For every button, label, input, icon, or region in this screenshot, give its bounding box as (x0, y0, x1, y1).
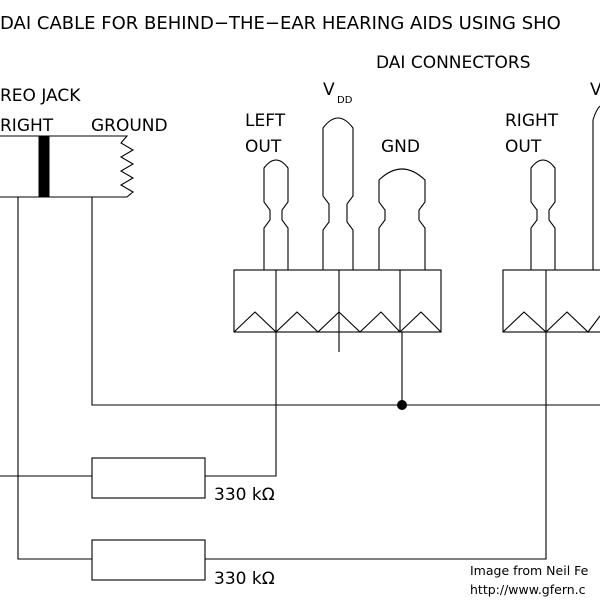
left-out-wire (205, 332, 277, 477)
right-out-wire (205, 332, 547, 560)
stereo-jack-body (0, 135, 135, 198)
vdd-subscript: DD (337, 95, 353, 106)
stereo-jack-label: REO JACK (0, 86, 81, 106)
dai-connector-right-body (502, 269, 600, 333)
resistor-2-label: 330 kΩ (214, 569, 275, 589)
resistor-1 (91, 457, 206, 499)
left-out-label: OUT (245, 137, 282, 157)
jack-right-label: RIGHT (0, 116, 54, 136)
dai-pin-gnd (378, 168, 426, 270)
credit-line-1: Image from Neil Fe (470, 563, 589, 578)
dai-connector-right-zigzag (502, 311, 600, 333)
right-out-label: OUT (505, 137, 542, 157)
resistor-1-label: 330 kΩ (214, 485, 275, 505)
left-label: LEFT (245, 111, 286, 131)
right-label: RIGHT (505, 111, 559, 131)
dai-connector-left-body (233, 269, 442, 333)
gnd-label: GND (381, 137, 420, 157)
dai-connectors-label: DAI CONNECTORS (376, 53, 531, 73)
dai-pin-vdd (322, 117, 354, 270)
jack-ground-label: GROUND (91, 116, 168, 136)
ground-junction (397, 400, 407, 410)
dai-pin-left-out (263, 159, 289, 270)
resistor-2 (91, 539, 206, 581)
dai-pin-right-out (530, 159, 556, 270)
credit-line-2: http://www.gfern.c (470, 582, 586, 597)
vdd-label: V (323, 80, 335, 100)
ground-wire (91, 197, 600, 406)
right-jack-wire (17, 197, 92, 560)
dai-connector-left-zigzag (233, 311, 442, 333)
dai-pin-right-vdd-partial (592, 105, 600, 270)
diagram-title: DAI CABLE FOR BEHIND−THE−EAR HEARING AID… (0, 13, 561, 34)
vdd-right-partial-label: V (590, 80, 600, 100)
